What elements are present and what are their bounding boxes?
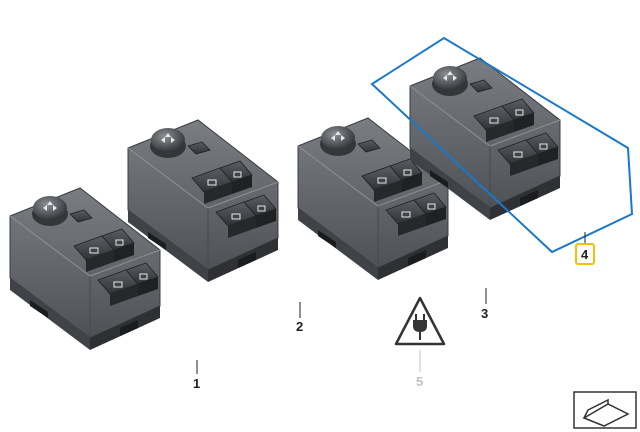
callout-2: 2 <box>296 319 303 334</box>
callout-1: 1 <box>193 376 200 391</box>
callout-4: 4 <box>581 247 589 262</box>
electrical-plug-warning-icon <box>394 296 446 346</box>
callout-5: 5 <box>416 374 423 389</box>
callout-3: 3 <box>481 306 488 321</box>
callout-4-box <box>575 243 595 265</box>
highlight-outline <box>370 36 634 254</box>
page-curl-icon <box>573 391 637 429</box>
